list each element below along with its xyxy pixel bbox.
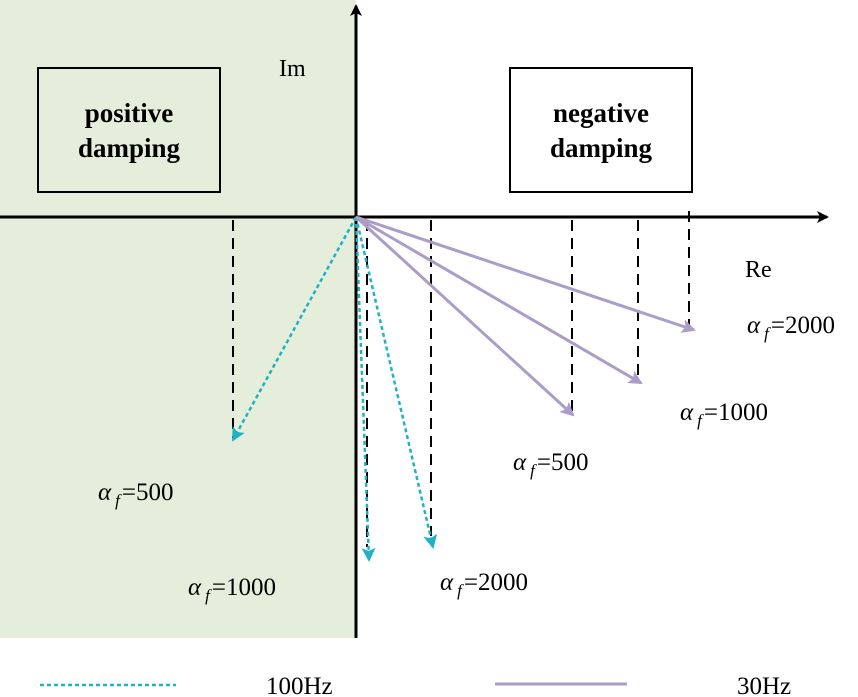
label-30hz-2000-value: =2000 xyxy=(771,312,835,339)
label-100hz-2000-greek: α xyxy=(440,569,454,596)
vector-100hz-1000 xyxy=(354,216,376,562)
vector-30hz-2000 xyxy=(355,215,696,333)
label-100hz-500-value: =500 xyxy=(122,479,174,506)
label-100hz-1000-value: =1000 xyxy=(212,574,276,601)
label-100hz-2000-sub: f xyxy=(457,581,464,600)
real-axis-label: Re xyxy=(745,257,772,283)
label-100hz-500-sub: f xyxy=(115,491,122,510)
negative-damping-label-line-2: damping xyxy=(550,133,653,163)
label-100hz-2000-value: =2000 xyxy=(464,569,528,596)
vector-30hz-1000 xyxy=(355,215,643,385)
legend: 100Hz 30Hz xyxy=(40,673,791,697)
label-30hz-500-greek: α xyxy=(513,449,527,476)
vector-100hz-2000 xyxy=(354,216,438,549)
label-30hz-500-sub: f xyxy=(530,461,537,480)
series-30hz-vectors xyxy=(354,215,696,417)
label-100hz-500-greek: α xyxy=(98,479,112,506)
label-30hz-1000-greek: α xyxy=(680,399,694,426)
positive-damping-region xyxy=(0,0,356,638)
label-30hz-500-value: =500 xyxy=(537,449,589,476)
negative-damping-label-line-1: negative xyxy=(553,98,649,128)
label-30hz-2000-greek: α xyxy=(747,312,761,339)
negative-damping-box: negative damping xyxy=(509,67,693,193)
label-30hz-1000-sub: f xyxy=(697,411,704,430)
imaginary-axis-label: Im xyxy=(279,56,306,82)
label-100hz-1000-greek: α xyxy=(188,574,202,601)
positive-damping-label-line-1: positive xyxy=(85,98,174,128)
positive-damping-label-line-2: damping xyxy=(78,133,181,163)
vector-30hz-500 xyxy=(354,215,575,417)
label-30hz-1000-value: =1000 xyxy=(704,399,768,426)
label-100hz-1000-sub: f xyxy=(205,586,212,605)
vector-100hz-500 xyxy=(231,216,358,442)
label-30hz-2000-sub: f xyxy=(764,324,771,343)
legend-30hz-label: 30Hz xyxy=(737,673,791,697)
positive-damping-box: positive damping xyxy=(37,67,221,193)
series-100hz-vectors xyxy=(231,216,438,562)
legend-100hz-label: 100Hz xyxy=(266,673,333,697)
